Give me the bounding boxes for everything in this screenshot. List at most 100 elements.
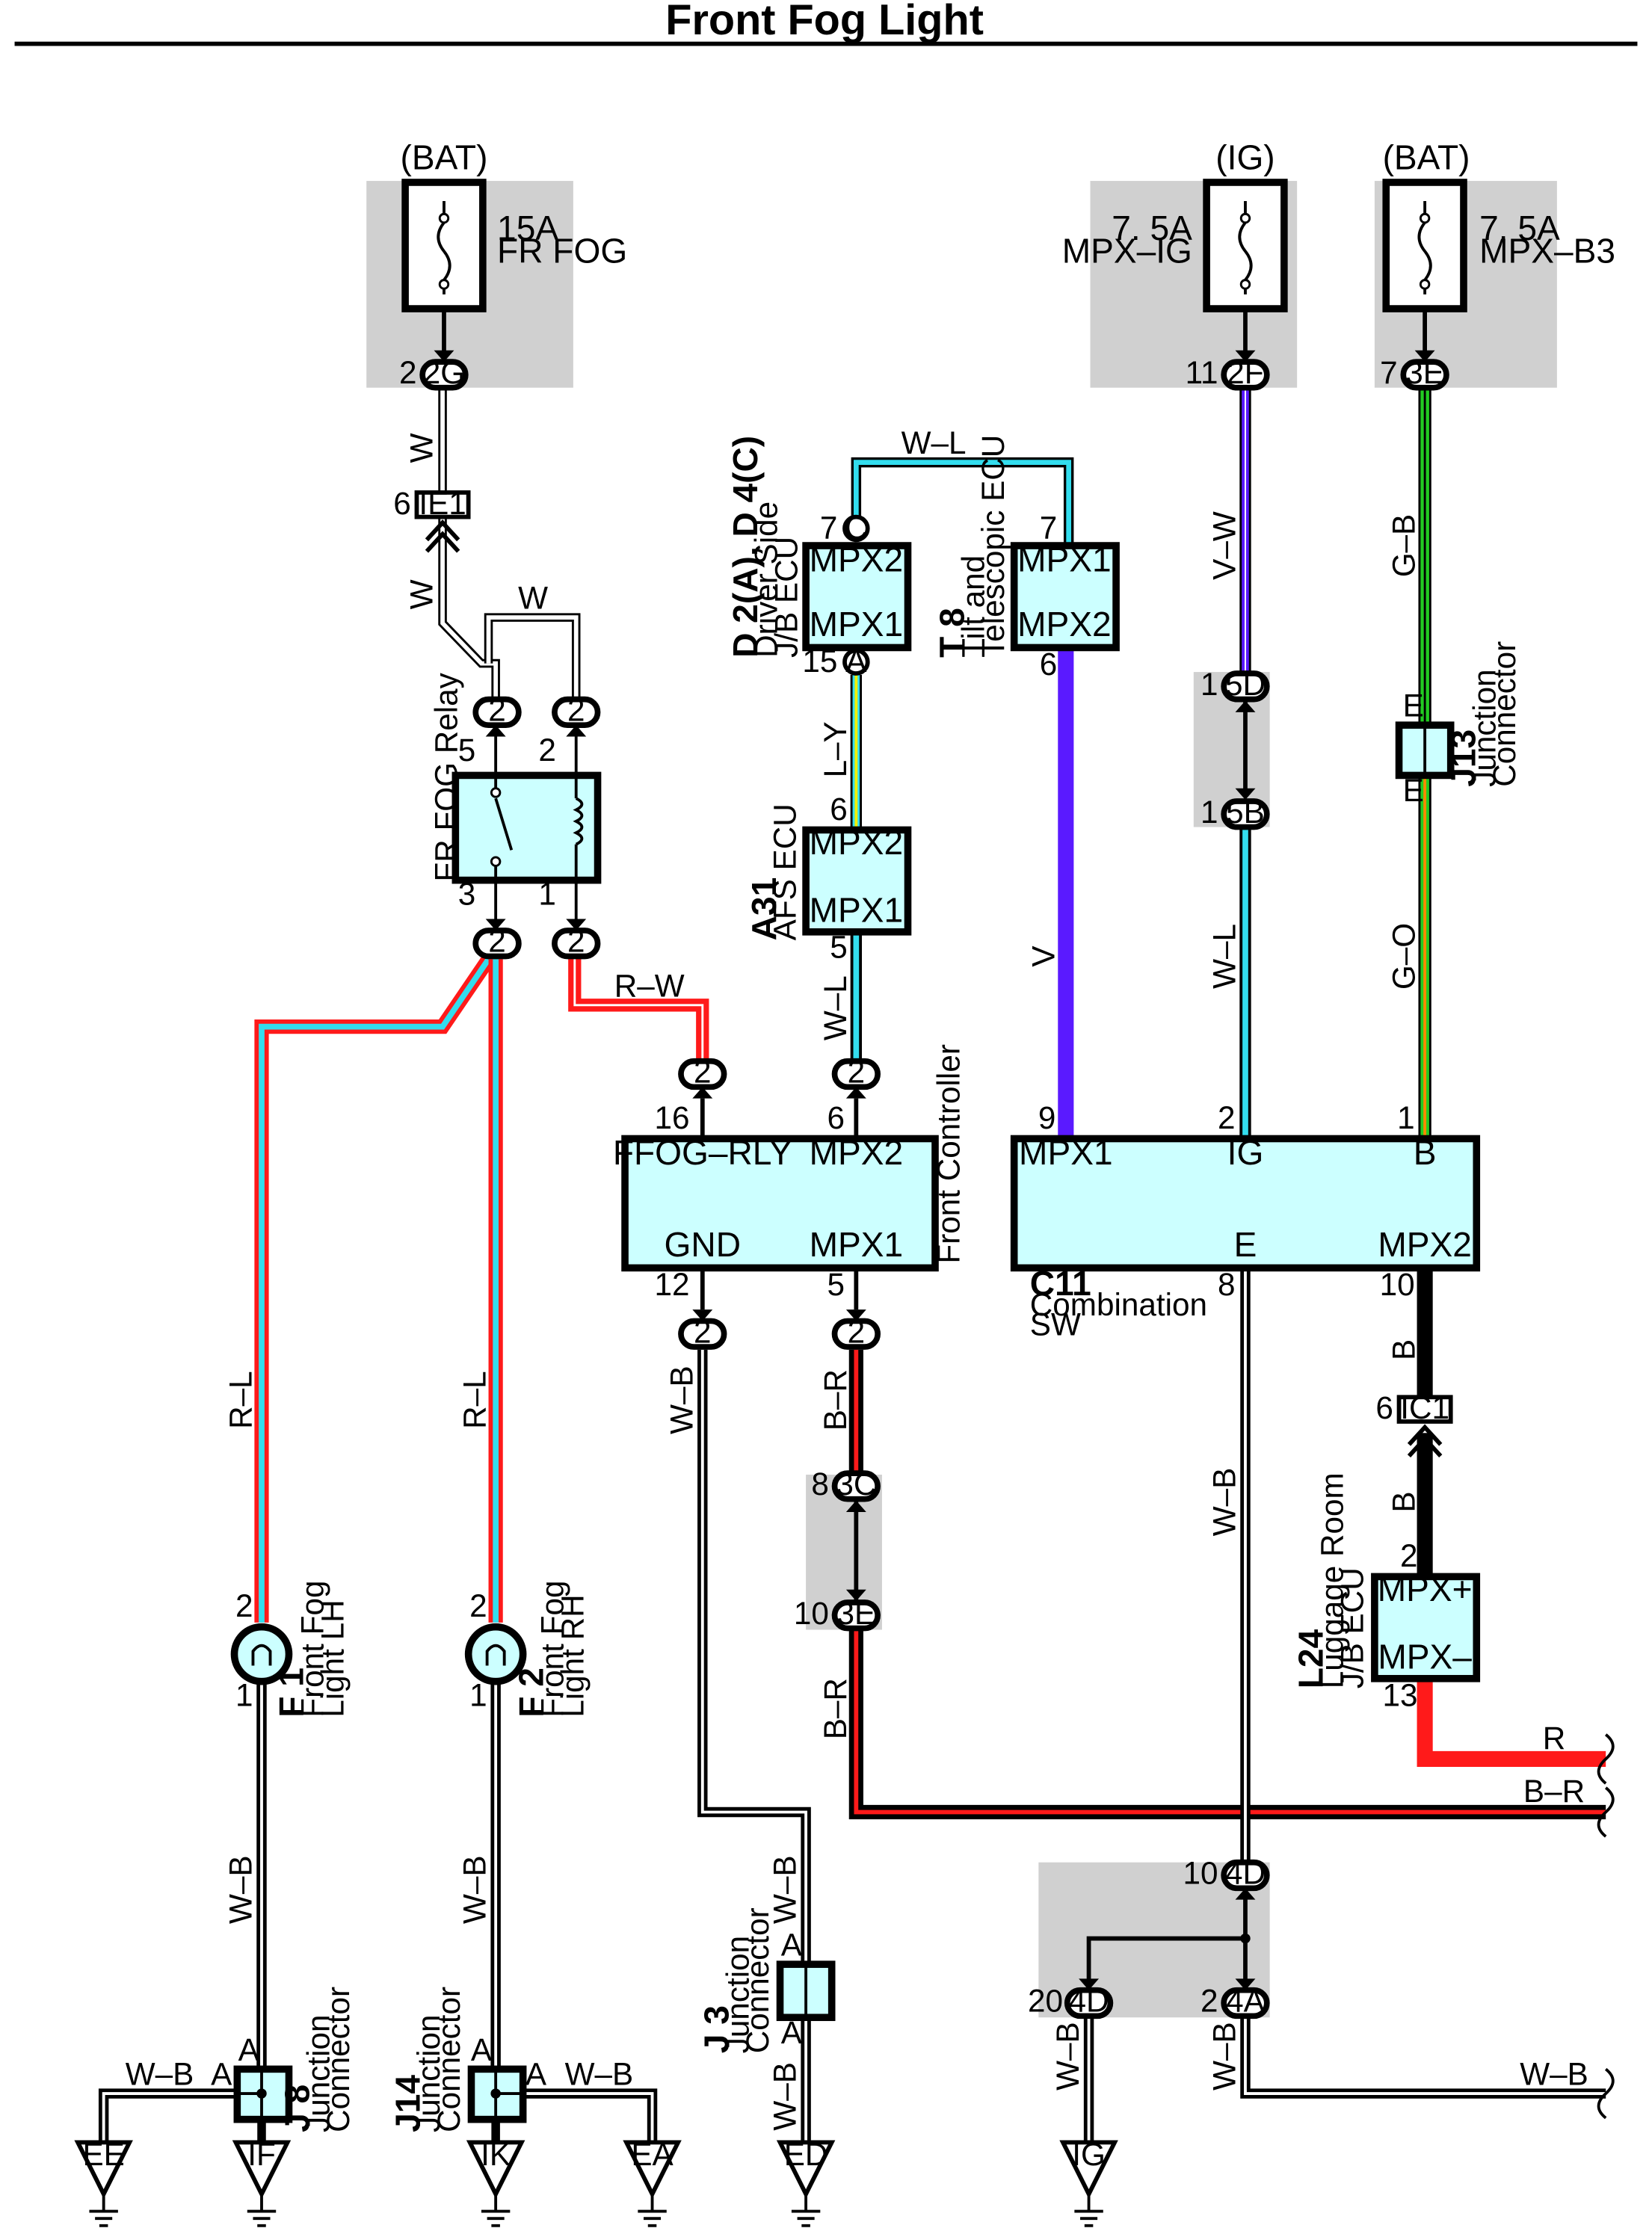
wire-br xyxy=(848,1349,1606,1820)
ecu-t8-tilt-telescopic: MPX1 MPX2 xyxy=(1010,540,1120,652)
c11-pin-8: 8 xyxy=(1218,1267,1236,1302)
t8-line2: Telescopic ECU xyxy=(976,435,1011,658)
connector-5d-pin: 1 xyxy=(1201,667,1218,702)
relay-connector-1: 2 xyxy=(552,919,601,960)
label-wl-top: W–L xyxy=(901,425,967,460)
front-controller-label: Front Controller xyxy=(931,1044,967,1264)
t8-line1: Tilt and xyxy=(955,555,990,658)
connector-4d-top: 4D xyxy=(1221,1856,1270,1900)
fuse-fr-fog-amp: 15A xyxy=(497,209,558,247)
svg-text:5D: 5D xyxy=(1225,667,1266,702)
relay-pin-3: 3 xyxy=(458,876,476,911)
j3-code: J 3 xyxy=(697,2005,736,2053)
ground-ea: EA xyxy=(623,2137,682,2227)
f2-line2: Light RH xyxy=(555,1594,590,1717)
d2-code: D 2(A), D 4(C) xyxy=(726,436,765,658)
label-wb-f1: W–B xyxy=(224,1855,259,1924)
j13-pin-e-top: E xyxy=(1403,688,1424,723)
svg-text:2: 2 xyxy=(848,1314,866,1349)
svg-text:MPX1: MPX1 xyxy=(810,890,904,929)
connector-2f: 2F xyxy=(1221,350,1270,391)
svg-text:IG: IG xyxy=(1072,2137,1106,2172)
fuse-fr-fog xyxy=(401,179,487,312)
label-wb-right: W–B xyxy=(1520,2057,1588,2092)
t8-pin-7: 7 xyxy=(1040,510,1058,545)
svg-text:2G: 2G xyxy=(423,355,465,390)
svg-text:2: 2 xyxy=(488,924,506,959)
j3-line2: Connector xyxy=(740,1907,775,2053)
t8-code: T 8 xyxy=(932,608,971,658)
l24-pin-2: 2 xyxy=(1400,1538,1418,1573)
label-wb-gnd: W–B xyxy=(664,1366,699,1434)
junction-j3 xyxy=(776,1960,836,2022)
l24-pin-13: 13 xyxy=(1383,1677,1418,1712)
power-bat2-label: (BAT) xyxy=(1383,138,1470,177)
svg-text:4D: 4D xyxy=(1069,1984,1109,2019)
wire-wb-gnd-j3 xyxy=(697,1349,811,1965)
svg-text:IE1: IE1 xyxy=(419,486,466,521)
svg-text:4D: 4D xyxy=(1225,1856,1266,1891)
a31-line1: AFS ECU xyxy=(768,803,803,940)
c11-line1: Combination xyxy=(1030,1287,1207,1322)
c11-pin-10: 10 xyxy=(1380,1267,1415,1302)
connector-3e-mid-pin: 10 xyxy=(794,1596,829,1631)
svg-text:3C: 3C xyxy=(836,1466,876,1502)
c11-code: C11 xyxy=(1030,1264,1091,1303)
ecu-d2-driver-jb: MPX2 MPX1 xyxy=(802,540,912,652)
connector-ie1-pin: 6 xyxy=(393,486,411,521)
ecu-a31-afs: MPX2 MPX1 xyxy=(802,823,912,936)
d2-connector-a: A xyxy=(842,644,870,679)
d2-line2: J/B ECU xyxy=(769,537,804,658)
wire-wb-j8-ee xyxy=(98,2088,238,2143)
svg-text:4A: 4A xyxy=(1226,1984,1265,2019)
ground-ed: ED xyxy=(776,2137,836,2227)
wire-r xyxy=(1417,1679,1606,1767)
ground-if: IF xyxy=(232,2137,292,2227)
connector-3c: 3C xyxy=(831,1466,881,1512)
wire-w-bat-relay xyxy=(438,387,581,700)
label-wb-c11: W–B xyxy=(1207,1468,1242,1537)
wire-rw xyxy=(568,954,709,1063)
label-v: V xyxy=(1026,945,1061,966)
l24-code: L24 xyxy=(1292,1629,1331,1688)
fc-pin-6: 6 xyxy=(827,1100,845,1135)
junction-j14 xyxy=(467,2065,527,2123)
svg-text:EE: EE xyxy=(82,2137,124,2172)
ground-ig: IG xyxy=(1059,2137,1118,2227)
d2-pin-15: 15 xyxy=(802,644,837,679)
fuse-mpx-ig-amp: 7. 5A xyxy=(1112,209,1192,247)
svg-text:IF: IF xyxy=(247,2137,276,2172)
connector-3e-top: 3E xyxy=(1400,350,1449,391)
power-ig-label: (IG) xyxy=(1215,138,1275,177)
svg-text:C: C xyxy=(845,510,868,545)
j3-pin-a-top: A xyxy=(781,1928,803,1963)
d2-connector-c: C xyxy=(842,510,870,545)
f2-pin-2: 2 xyxy=(469,1588,487,1623)
connector-4d-left-pin: 20 xyxy=(1028,1984,1063,2019)
svg-text:IC1: IC1 xyxy=(1400,1390,1449,1425)
svg-text:MPX2: MPX2 xyxy=(810,540,904,579)
j8-pin-a-left: A xyxy=(211,2057,232,2092)
c11-pin-1: 1 xyxy=(1397,1100,1415,1135)
connector-2g-pin: 2 xyxy=(399,355,417,390)
label-br-1: B–R xyxy=(818,1369,853,1431)
connector-ic1: IC1 xyxy=(1396,1390,1453,1457)
svg-text:EA: EA xyxy=(631,2137,674,2172)
fc-pin-12: 12 xyxy=(654,1267,689,1302)
wire-wl-mpx-loop xyxy=(851,457,1074,546)
f1-line2: Light LH xyxy=(315,1599,350,1717)
label-w-3: W xyxy=(518,581,548,616)
svg-text:MPX2: MPX2 xyxy=(810,1133,904,1172)
ground-ik: IK xyxy=(466,2137,526,2227)
label-wb-4a: W–B xyxy=(1207,2022,1242,2091)
j8-line1: Junction xyxy=(300,2015,336,2132)
j3-pin-a-bottom: A xyxy=(781,2015,803,2050)
label-wb-ee: W–B xyxy=(126,2057,194,2092)
svg-text:A: A xyxy=(845,644,867,679)
relay-connector-5: 2 xyxy=(472,692,522,737)
f2-line1: Front Fog xyxy=(534,1581,570,1718)
svg-text:2: 2 xyxy=(848,1055,866,1090)
svg-text:IK: IK xyxy=(481,2137,511,2172)
j8-pin-a-top: A xyxy=(238,2032,260,2067)
j3-line1: Junction xyxy=(720,1936,755,2053)
